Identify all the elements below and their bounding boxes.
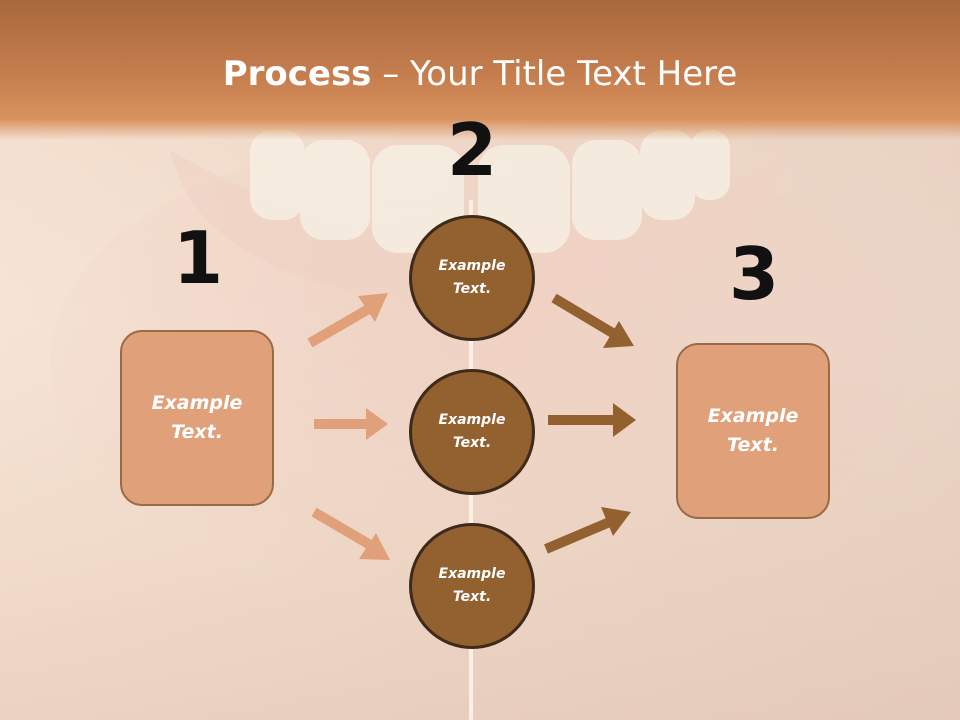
step-number-2: 2: [446, 108, 498, 192]
slide-title: Process – Your Title Text Here: [0, 52, 960, 96]
step-2-text-bottom: Example Text.: [438, 566, 506, 605]
step-2-text-middle: Example Text.: [438, 412, 506, 451]
step-2-circle-top: Example Text.: [409, 215, 535, 341]
arrow-1-to-middle: [314, 408, 388, 440]
step-3-text: Example Text.: [707, 405, 799, 456]
step-2-circle-middle: Example Text.: [409, 369, 535, 495]
title-rest: – Your Title Text Here: [371, 54, 738, 94]
arrow-1-to-bottom: [311, 507, 390, 560]
step-3-box: Example Text.: [676, 343, 830, 519]
arrow-1-to-top: [307, 293, 388, 348]
step-number-3: 3: [728, 232, 780, 316]
title-bold: Process: [222, 54, 372, 94]
step-number-1: 1: [172, 216, 224, 300]
step-2-text-top: Example Text.: [438, 258, 506, 297]
arrow-bottom-to-3: [544, 507, 631, 554]
arrow-top-to-3: [551, 293, 634, 348]
arrow-middle-to-3: [548, 403, 636, 437]
step-1-box: Example Text.: [120, 330, 274, 506]
step-2-circle-bottom: Example Text.: [409, 523, 535, 649]
step-1-text: Example Text.: [151, 392, 243, 443]
title-bar: [0, 0, 960, 140]
